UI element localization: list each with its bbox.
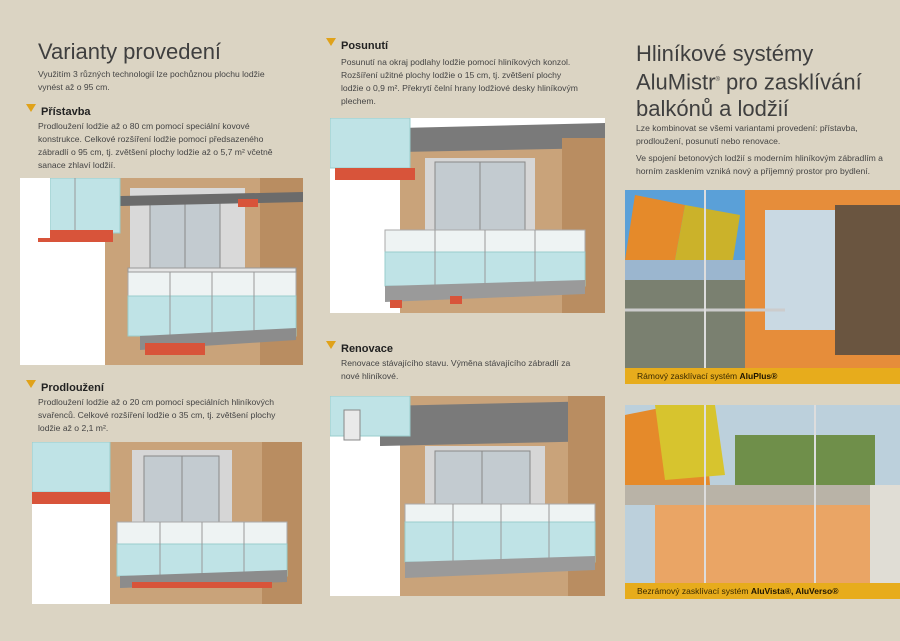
heading-label: Prodloužení: [41, 382, 104, 394]
title-line: balkónů a lodžií: [636, 96, 789, 122]
photo-aluplus: [625, 190, 900, 368]
bullet-icon: [326, 38, 336, 46]
caption-product: AluVista®, AluVerso®: [750, 586, 839, 596]
illustration-pristavba: [20, 178, 303, 365]
prodlouzeni-text: Prodloužení lodžie až o 20 cm pomocí spe…: [38, 397, 276, 433]
heading-label: Přístavba: [41, 106, 91, 118]
heading-prodlouzeni: Prodloužení: [26, 380, 104, 394]
pristavba-text: Prodloužení lodžie až o 80 cm pomocí spe…: [38, 121, 273, 170]
heading-pristavba: Přístavba: [26, 104, 91, 118]
title-line: Hliníkové systémy: [636, 41, 814, 66]
illustration-prodlouzeni: [32, 442, 302, 604]
right-para-1: Lze kombinovat se všemi variantami prove…: [636, 123, 858, 146]
caption-text: Bezrámový zasklívací systém: [637, 586, 751, 596]
bullet-icon: [326, 341, 336, 349]
heading-label: Posunutí: [341, 40, 389, 52]
right-para-2: Ve spojení betonových lodžií s moderním …: [636, 153, 883, 176]
heading-label: Renovace: [341, 343, 393, 355]
right-title: Hliníkové systémy AluMistr® pro zasklívá…: [636, 40, 862, 122]
title-fragment: pro zasklívání: [719, 69, 862, 95]
caption-text: Rámový zasklívací systém: [637, 371, 740, 381]
illustration-posunuti: [330, 118, 605, 313]
caption-aluplus: Rámový zasklívací systém AluPlus®: [625, 368, 900, 384]
registered-mark: ®: [715, 77, 720, 83]
heading-renovace: Renovace: [326, 341, 393, 355]
illustration-renovace: [330, 396, 605, 596]
photo-aluvista: [625, 405, 900, 583]
bullet-icon: [26, 104, 36, 112]
caption-product: AluPlus®: [739, 371, 778, 381]
title-line: AluMistr® pro zasklívání: [636, 67, 862, 95]
posunuti-text: Posunutí na okraj podlahy lodžie pomocí …: [341, 57, 578, 106]
brand-name: AluMistr: [636, 69, 716, 95]
heading-posunuti: Posunutí: [326, 38, 389, 52]
page-title-variants: Varianty provedení: [38, 39, 222, 64]
bullet-icon: [26, 380, 36, 388]
caption-aluvista: Bezrámový zasklívací systém AluVista®, A…: [625, 583, 900, 599]
renovace-text: Renovace stávajícího stavu. Výměna stáva…: [341, 358, 571, 381]
intro-text: Využitím 3 různých technologií lze pochů…: [38, 69, 265, 92]
